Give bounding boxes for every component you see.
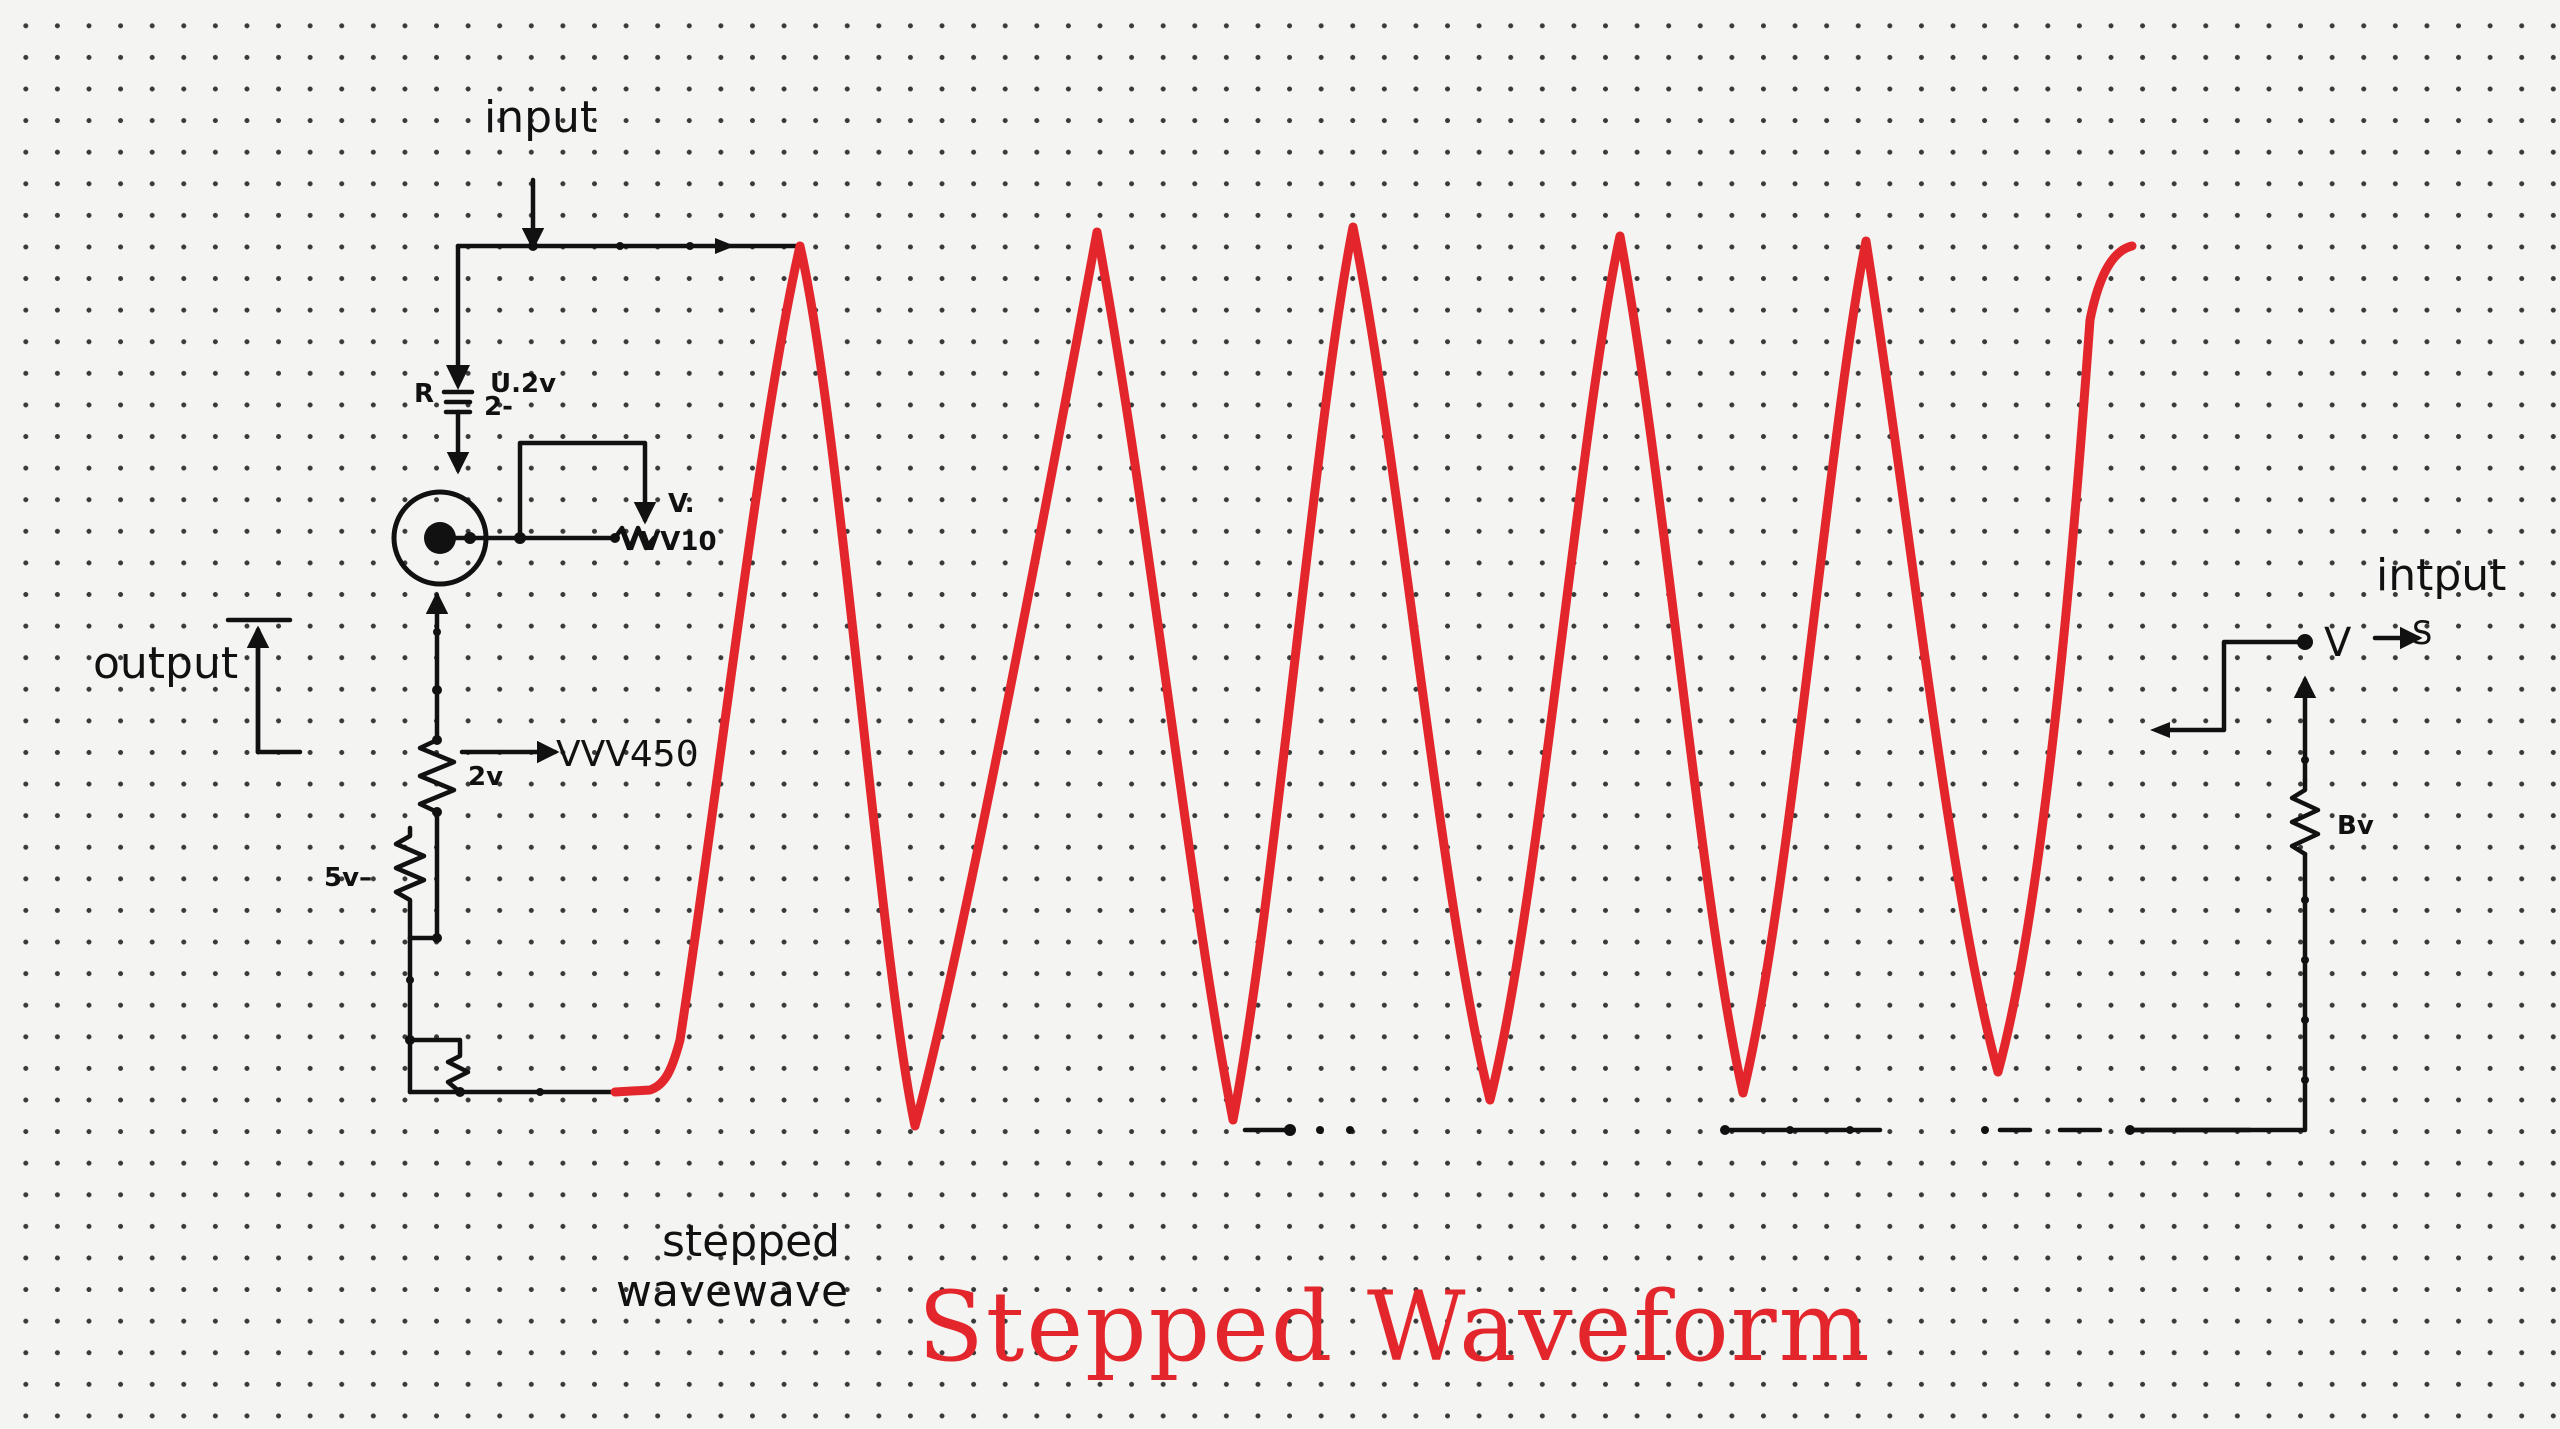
label-bv: Bv <box>2337 811 2374 841</box>
left-circuit <box>225 177 803 1097</box>
top-wire-arrowhead <box>715 238 735 254</box>
label-r: R <box>414 379 434 409</box>
label-output: output <box>93 638 238 689</box>
label-stepped-line1: stepped <box>662 1216 840 1267</box>
step-wire <box>2157 639 2308 733</box>
right-circuit <box>1242 626 2423 1136</box>
label-v-dot: V. <box>668 489 695 519</box>
label-terminal-2: 2- <box>484 392 513 422</box>
resistor-5v <box>393 825 427 941</box>
label-intput-right: intput <box>2376 550 2506 601</box>
resistor-bv <box>2289 777 2321 857</box>
label-pot-450: VVV450 <box>556 734 699 775</box>
resistor-2v <box>417 737 457 815</box>
diagram-title: Stepped Waveform <box>918 1271 1872 1383</box>
output-bracket <box>255 627 303 755</box>
label-2v: 2v <box>468 762 503 792</box>
label-s: S <box>2412 614 2432 652</box>
label-u2v: U.2v <box>490 369 556 399</box>
label-v-arrow: V <box>2324 620 2352 666</box>
label-input-top: input <box>484 92 597 143</box>
label-stepped-line2: wavewave <box>616 1266 848 1317</box>
stepped-waveform-curve <box>610 222 2137 1131</box>
pot-10-squiggle <box>612 525 657 551</box>
label-5v: 5v– <box>324 863 372 893</box>
diode-symbol <box>446 365 470 390</box>
label-pot-10: VVV10 <box>620 527 717 557</box>
